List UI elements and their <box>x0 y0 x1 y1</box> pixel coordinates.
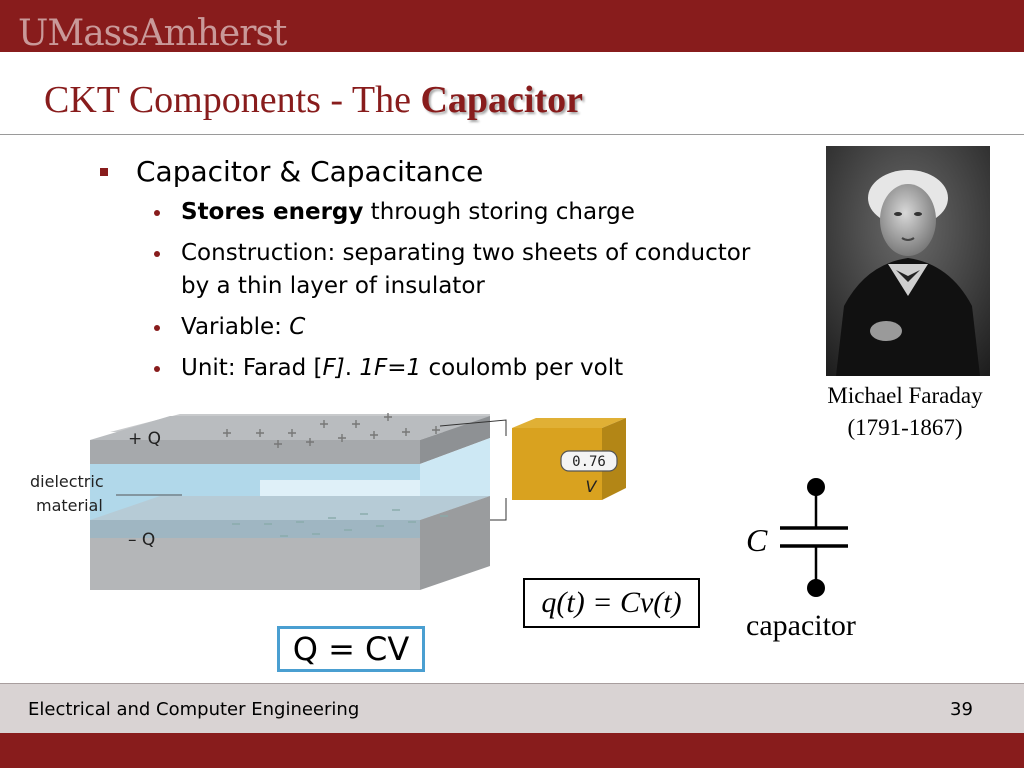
top-plate-front <box>90 440 420 464</box>
negative-charges <box>232 509 448 537</box>
capacitor-label: capacitor <box>746 609 856 642</box>
bullet-main-text: Capacitor & Capacitance <box>136 155 484 188</box>
voltmeter-display <box>560 450 618 472</box>
dot-bullet-icon <box>154 251 160 257</box>
wire-top <box>439 419 507 436</box>
page-number: 39 <box>950 699 973 720</box>
footer-band <box>0 683 1024 733</box>
bullet-sub-3-text: Variable: <box>181 314 290 340</box>
bullet-sub-4-text: Unit: Farad [ <box>181 355 323 381</box>
positive-charges <box>223 413 440 448</box>
faraday-portrait <box>826 146 990 376</box>
title-divider <box>0 134 1024 135</box>
bottom-plate-side <box>420 496 490 590</box>
bullet-sub-4-italic2: 1F=1 <box>359 355 422 381</box>
dot-bullet-icon <box>154 210 160 216</box>
portrait-name: Michael Faraday <box>827 383 983 408</box>
charge-relation-equation: q(t) = Cv(t) <box>523 578 700 628</box>
bottom-plate-body <box>90 538 420 590</box>
dielectric-label-1: dielectric <box>30 472 104 491</box>
bottom-plate-top <box>90 496 490 520</box>
voltmeter-top <box>512 418 626 428</box>
title-plain: CKT Components - The <box>44 79 421 121</box>
bullet-sub-2-text: Construction: separating two sheets of c… <box>181 240 751 299</box>
voltmeter-unit: V <box>586 477 598 496</box>
bullet-sub-4-text2: . <box>344 355 360 381</box>
umass-logo: UMassAmherst <box>18 13 287 54</box>
dot-bullet-icon <box>154 325 160 331</box>
capacitor-diagram: 0.76 V + Q – Q dielectric material <box>30 413 626 590</box>
wire-bottom <box>490 498 507 521</box>
dot-bullet-icon <box>154 366 160 372</box>
header-bar: UMassAmherst <box>0 0 1024 54</box>
capacitor-symbol-icon <box>780 478 848 597</box>
bullet-sub-2: Construction: separating two sheets of c… <box>100 237 780 303</box>
bullet-sub-4: Unit: Farad [F]. 1F=1 coulomb per volt <box>100 352 780 385</box>
slide-title: CKT Components - The Capacitor <box>44 78 583 122</box>
portrait-caption: Michael Faraday (1791-1867) <box>800 380 1010 444</box>
plus-q-label: + Q <box>128 429 161 449</box>
top-plate-top-face <box>90 416 490 440</box>
bullet-main: Capacitor & Capacitance <box>100 154 780 190</box>
bottom-plate-front <box>90 520 420 538</box>
bullet-sub-1: Stores energy through storing charge <box>100 196 780 229</box>
portrait-years: (1791-1867) <box>847 415 963 440</box>
bullet-list: Capacitor & Capacitance Stores energy th… <box>100 154 780 393</box>
bottom-bar <box>0 733 1024 768</box>
title-emphasis: Capacitor <box>420 79 584 121</box>
footer-department: Electrical and Computer Engineering <box>28 699 360 720</box>
top-plate-side <box>420 416 490 464</box>
square-bullet-icon <box>100 168 108 176</box>
minus-q-label: – Q <box>128 530 155 550</box>
bullet-sub-1-bold: Stores energy <box>181 199 364 225</box>
capacitor-variable: C <box>746 522 768 558</box>
bullet-sub-3-italic: C <box>289 314 306 340</box>
bullet-sub-4-text3: coulomb per volt <box>421 355 624 381</box>
bullet-sub-1-text: through storing charge <box>363 199 635 225</box>
q-equals-cv-equation: Q = CV <box>277 626 425 672</box>
bullet-sub-4-italic: F] <box>322 355 345 381</box>
portrait-image <box>826 146 990 376</box>
dielectric-label-2: material <box>36 496 103 515</box>
bullet-sub-3: Variable: C <box>100 311 780 344</box>
voltmeter-value: 0.76 <box>572 454 606 470</box>
